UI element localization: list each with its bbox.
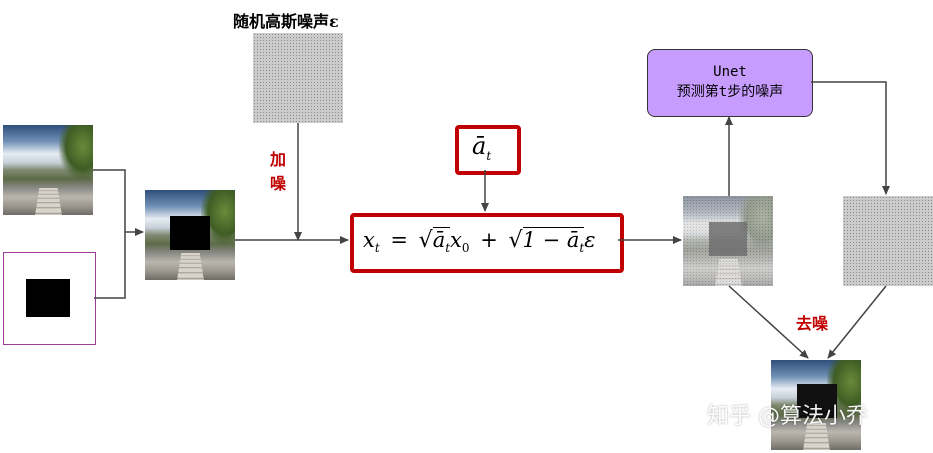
- masked-image: [145, 190, 235, 280]
- masked-region: [170, 216, 210, 250]
- gaussian-noise-image: [253, 33, 343, 123]
- predicted-noise-image: [843, 196, 933, 286]
- alpha-subscript: t: [486, 148, 492, 163]
- mask-square: [26, 279, 70, 317]
- forward-diffusion-formula: xt = √ātx0 + √1 − ātε: [350, 213, 624, 273]
- alpha-symbol: ā: [472, 132, 487, 160]
- unet-subtitle: 预测第t步的噪声: [676, 84, 784, 100]
- formula-eq: =: [390, 228, 408, 252]
- formula-lhs: x: [363, 228, 375, 252]
- formula-t1-sub: t: [445, 241, 451, 256]
- watermark: 知乎 @算法小乔: [707, 404, 868, 429]
- add-noise-label: 加 噪: [269, 150, 286, 193]
- noisy-image: [683, 196, 773, 286]
- formula-t2-eps: ε: [584, 228, 596, 252]
- mask-image: [3, 252, 96, 345]
- noise-label: 随机高斯噪声ε: [233, 12, 339, 31]
- denoise-label: 去噪: [796, 314, 829, 333]
- output-image: [771, 360, 861, 450]
- formula-t1-x-sub: 0: [461, 241, 470, 256]
- alpha-bar-box: āt: [455, 125, 521, 175]
- formula-t1-alpha: ā: [432, 228, 446, 252]
- formula-plus: +: [480, 228, 498, 252]
- source-image: [3, 125, 93, 215]
- formula-t2-sub: t: [579, 241, 585, 256]
- unet-title: Unet: [713, 64, 747, 80]
- noise-to-output-arrow: [827, 285, 887, 359]
- formula-lhs-sub: t: [374, 241, 380, 256]
- formula-t2-radicand: 1 − ā: [522, 228, 580, 252]
- source-connector: [93, 169, 126, 232]
- unet-to-noise-arrow: [811, 81, 890, 195]
- mask-connector: [94, 232, 126, 299]
- unet-box: Unet 预测第t步的噪声: [647, 49, 813, 117]
- formula-t1-x: x: [450, 228, 462, 252]
